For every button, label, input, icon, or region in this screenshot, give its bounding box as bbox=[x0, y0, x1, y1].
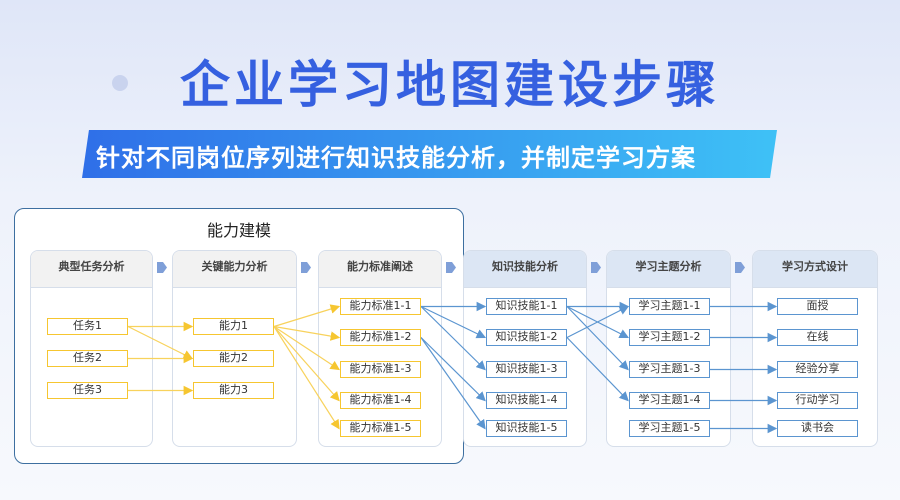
edge-arrow bbox=[273, 304, 341, 328]
edge-arrow bbox=[420, 305, 487, 339]
column-4: 知识技能分析 bbox=[463, 250, 587, 447]
diagram-node: 能力标准1-5 bbox=[340, 420, 421, 437]
column-6: 学习方式设计 bbox=[752, 250, 878, 447]
diagram-node: 面授 bbox=[777, 298, 858, 315]
column-title: 学习方式设计 bbox=[753, 251, 877, 288]
column-5: 学习主题分析 bbox=[606, 250, 731, 447]
column-title: 能力标准阐述 bbox=[319, 251, 441, 288]
edge-arrow bbox=[273, 325, 341, 371]
edge-arrow bbox=[566, 305, 630, 339]
column-2: 关键能力分析 bbox=[172, 250, 297, 447]
edge-arrow bbox=[566, 337, 629, 402]
diagram-node: 任务1 bbox=[47, 318, 128, 335]
edge-arrow bbox=[420, 337, 486, 430]
column-1: 典型任务分析 bbox=[30, 250, 153, 447]
diagram-node: 学习主题1-5 bbox=[629, 420, 710, 437]
diagram-node: 学习主题1-1 bbox=[629, 298, 710, 315]
diagram-node: 能力2 bbox=[193, 350, 274, 367]
step-arrow-icon bbox=[735, 262, 745, 273]
step-arrow-icon bbox=[591, 262, 601, 273]
diagram-node: 能力标准1-2 bbox=[340, 329, 421, 346]
diagram-node: 能力3 bbox=[193, 382, 274, 399]
edge-arrow bbox=[127, 325, 194, 360]
edge-arrow bbox=[420, 337, 486, 402]
edge-arrow bbox=[273, 326, 340, 402]
diagram-node: 知识技能1-3 bbox=[486, 361, 567, 378]
diagram-node: 在线 bbox=[777, 329, 858, 346]
diagram-node: 行动学习 bbox=[777, 392, 858, 409]
column-title: 关键能力分析 bbox=[173, 251, 296, 288]
diagram-node: 学习主题1-3 bbox=[629, 361, 710, 378]
step-arrow-icon bbox=[446, 262, 456, 273]
edge-arrow bbox=[566, 306, 629, 371]
diagram-node: 知识技能1-5 bbox=[486, 420, 567, 437]
edge-arrow bbox=[273, 326, 340, 430]
column-title: 典型任务分析 bbox=[31, 251, 152, 288]
subtitle-band bbox=[82, 130, 777, 178]
diagram-node: 能力标准1-1 bbox=[340, 298, 421, 315]
diagram-node: 知识技能1-4 bbox=[486, 392, 567, 409]
diagram-node: 知识技能1-2 bbox=[486, 329, 567, 346]
step-arrow-icon bbox=[301, 262, 311, 273]
diagram-node: 任务3 bbox=[47, 382, 128, 399]
step-arrow-icon bbox=[157, 262, 167, 273]
edge-arrow bbox=[420, 306, 486, 371]
diagram-node: 能力标准1-3 bbox=[340, 361, 421, 378]
page-subtitle: 针对不同岗位序列进行知识技能分析，并制定学习方案 bbox=[96, 144, 696, 172]
diagram-node: 知识技能1-1 bbox=[486, 298, 567, 315]
diagram-node: 经验分享 bbox=[777, 361, 858, 378]
diagram-node: 读书会 bbox=[777, 420, 858, 437]
diagram-node: 能力标准1-4 bbox=[340, 392, 421, 409]
page-title: 企业学习地图建设步骤 bbox=[180, 56, 720, 114]
group-title: 能力建模 bbox=[206, 221, 271, 240]
edge-arrow bbox=[273, 325, 341, 341]
diagram-node: 学习主题1-4 bbox=[629, 392, 710, 409]
diagram-node: 学习主题1-2 bbox=[629, 329, 710, 346]
column-3: 能力标准阐述 bbox=[318, 250, 442, 447]
column-title: 知识技能分析 bbox=[464, 251, 586, 288]
diagram-node: 能力1 bbox=[193, 318, 274, 335]
decor-dot bbox=[690, 72, 704, 86]
decor-dot bbox=[112, 75, 128, 91]
diagram-node: 任务2 bbox=[47, 350, 128, 367]
column-title: 学习主题分析 bbox=[607, 251, 730, 288]
